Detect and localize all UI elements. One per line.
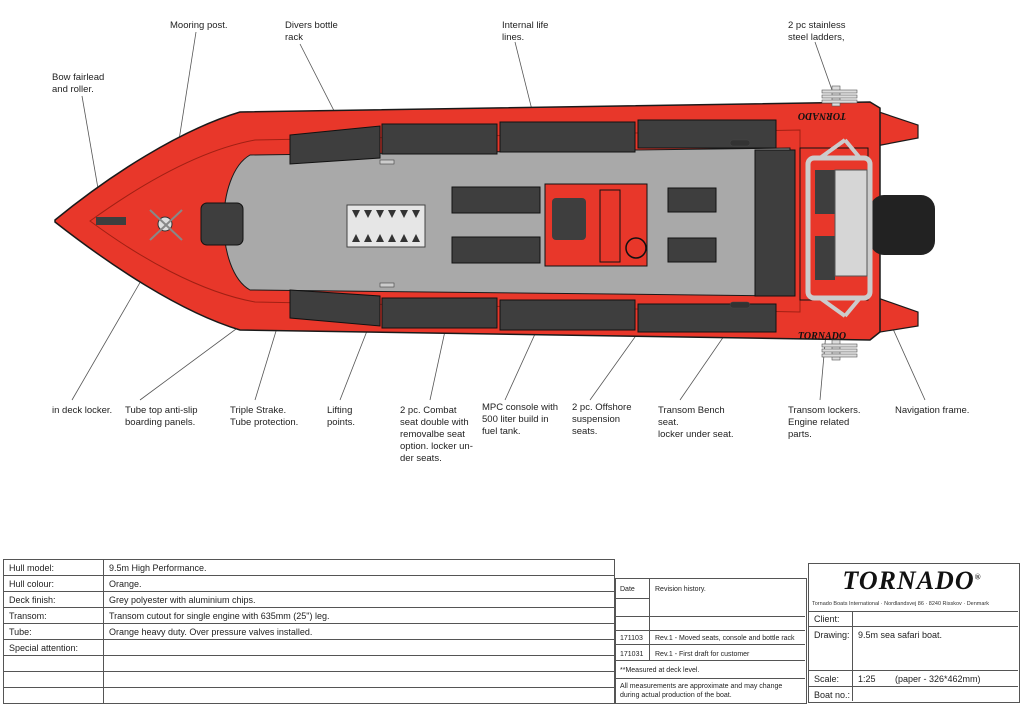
spec-row: Hull colour:Orange. [3,575,615,592]
callout-tube-top: Tube top anti-slip boarding panels. [125,405,198,428]
transom-bench [754,149,796,297]
spec-label [3,671,104,688]
lifting-points [379,139,751,309]
deck-locker [200,202,244,246]
revision-note-measured: **Measured at deck level. [620,667,700,674]
tornado-logo: TORNADO® [812,566,1012,598]
registered-mark: ® [974,572,982,582]
boat-no-label: Boat no.: [814,690,851,700]
spec-value: 9.5m High Performance. [103,559,615,576]
callout-mpc-console: MPC console with 500 liter build in fuel… [482,402,559,437]
spec-label: Transom: [3,607,104,624]
callout-bow-fairlead: Bow fairlead and roller. [52,72,105,95]
logo-text: TORNADO [842,566,975,595]
revision-date-header: Date [620,586,635,593]
revision-divider [649,578,650,660]
revision-note-approx: All measurements are approximate and may… [620,683,783,699]
revision-row-1 [615,630,805,645]
outboard-engine [870,195,935,255]
transom-locker [815,236,835,280]
callout-mooring-post: Mooring post. [170,20,228,31]
title-divider [808,626,1018,627]
revision-block [615,578,807,704]
revision-history-header: Revision history. [655,586,706,593]
hull-brand-bottom: TORNADO [798,331,846,342]
spec-value [103,639,615,656]
callout-divers-bottle-rack: Divers bottle rack [285,20,338,43]
spec-row [3,655,615,672]
callout-navigation-frame: Navigation frame. [895,405,970,416]
callout-deck-locker: in deck locker. [52,405,113,416]
spec-row: Special attention: [3,639,615,656]
revision-note-divider [615,678,805,679]
callout-triple-strake: Triple Strake. Tube protection. [230,405,299,428]
title-divider [808,611,1018,612]
revision-blank-row [615,616,805,631]
spec-label: Hull colour: [3,575,104,592]
spec-label: Tube: [3,623,104,640]
spec-row: Deck finish:Grey polyester with aluminiu… [3,591,615,608]
divers-bottle-rack [346,204,426,248]
spec-value: Orange. [103,575,615,592]
navigation-frame [805,138,873,318]
scale-label: Scale: [814,674,840,684]
spec-row: Transom:Transom cutout for single engine… [3,607,615,624]
spec-table: Hull model:9.5m High Performance. Hull c… [3,559,615,704]
spec-label [3,687,104,704]
offshore-seats [667,187,717,263]
revision-date: 171103 [620,635,643,642]
spec-value: Grey polyester with aluminium chips. [103,591,615,608]
callout-lifting-points: Lifting points. [327,405,355,428]
title-column-divider [852,611,853,701]
drawing-label: Drawing: [814,630,850,640]
bow-fairlead [96,217,126,225]
company-address: Tornado Boats International · Nordlandsv… [812,601,990,607]
spec-value [103,687,615,704]
revision-row-2 [615,644,805,661]
mpc-console [544,183,648,267]
hull-brand-top: TORNADO [798,110,846,121]
spec-row: Tube:Orange heavy duty. Over pressure va… [3,623,615,640]
revision-text: Rev.1 - First draft for customer [655,651,750,658]
revision-date: 171031 [620,651,644,658]
spec-label: Deck finish: [3,591,104,608]
spec-value [103,671,615,688]
spec-row [3,687,615,704]
spec-value: Orange heavy duty. Over pressure valves … [103,623,615,640]
title-block [808,563,1020,703]
boat-plan-drawing: TORNADO TORNADO [54,31,935,401]
transom-locker [815,170,835,214]
drawing-value: 9.5m sea safari boat. [858,630,943,640]
mooring-post [149,209,183,241]
spec-label [3,655,104,672]
paper-size: (paper - 326*462mm) [895,674,981,684]
scale-value: 1:25 [858,674,876,684]
spec-row: Hull model:9.5m High Performance. [3,559,615,576]
revision-text: Rev.1 - Moved seats, console and bottle … [655,635,795,642]
callout-ladders: 2 pc stainless steel ladders, [788,20,846,43]
tube-top-panels [289,119,777,333]
spec-value [103,655,615,672]
spec-value: Transom cutout for single engine with 63… [103,607,615,624]
callout-combat-seats: 2 pc. Combat seat double with removalbe … [400,405,473,464]
spec-row [3,671,615,688]
callout-offshore-seats: 2 pc. Offshore suspension seats. [572,402,632,437]
client-label: Client: [814,614,840,624]
revision-blank-row [615,598,805,617]
deck [223,147,791,297]
callout-internal-life-lines: Internal life lines. [502,20,549,43]
title-divider [808,670,1018,671]
callout-transom-bench: Transom Bench seat. locker under seat. [658,405,734,440]
spec-label: Hull model: [3,559,104,576]
stainless-ladders [821,85,858,361]
callout-transom-lockers: Transom lockers. Engine related parts. [788,405,861,440]
combat-seats [451,186,541,264]
spec-label: Special attention: [3,639,104,656]
title-divider [808,686,1018,687]
